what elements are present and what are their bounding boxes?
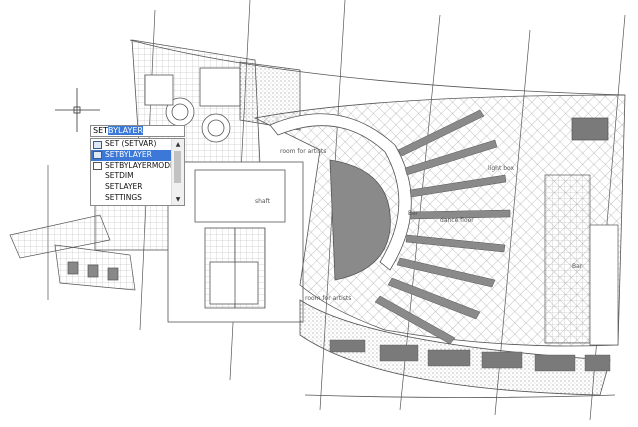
autocomplete-item-label: SETTINGS xyxy=(105,192,142,202)
left-building xyxy=(94,39,301,251)
autocomplete-item-setbylayer[interactable]: SETBYLAYER xyxy=(91,149,184,161)
label-light-box: light box xyxy=(488,165,515,172)
autocomplete-item-settings[interactable]: SETTINGS xyxy=(91,192,184,204)
autocomplete-item-setbylayermode[interactable]: SETBYLAYERMODE xyxy=(91,160,184,172)
autocomplete-scrollbar[interactable]: ▲ ▼ xyxy=(171,139,184,205)
command-suggestion-text: BYLAYER xyxy=(108,126,143,135)
radial-seating xyxy=(374,109,511,345)
right-bar xyxy=(544,117,619,346)
setbylayer-icon xyxy=(93,151,102,160)
label-room-artists-bottom: room for artists xyxy=(305,295,351,302)
crosshair-cursor-icon xyxy=(55,88,100,132)
autocomplete-item-label: SETLAYER xyxy=(105,182,143,192)
bottom-seating xyxy=(329,339,611,372)
command-input[interactable]: SETBYLAYER xyxy=(90,125,185,137)
scrollbar-thumb[interactable] xyxy=(174,151,181,183)
setvar-icon xyxy=(93,140,102,149)
label-dance-floor: dance floor xyxy=(440,217,474,224)
entrance-block xyxy=(9,214,136,291)
label-shaft: shaft xyxy=(255,198,271,205)
autocomplete-item-label: SETBYLAYER xyxy=(105,149,152,159)
scroll-up-icon[interactable]: ▲ xyxy=(175,141,181,148)
label-bar: Bar xyxy=(408,210,419,217)
autocomplete-item-setlayer[interactable]: SETLAYER xyxy=(91,182,184,193)
label-bar-right: Bar xyxy=(572,263,583,270)
setbylayermode-icon xyxy=(93,162,102,171)
autocomplete-item-setvar[interactable]: SET (SETVAR) xyxy=(91,139,184,150)
stair-core xyxy=(167,161,304,323)
autocomplete-item-label: SETDIM xyxy=(105,171,134,181)
outer-wall xyxy=(129,39,626,398)
label-room-artists-top: room for artists xyxy=(280,148,326,155)
autocomplete-item-label: SETBYLAYERMODE xyxy=(105,160,175,170)
autocomplete-item-setdim[interactable]: SETDIM xyxy=(91,171,184,182)
command-typed-text: SET xyxy=(93,126,109,135)
autocomplete-list[interactable]: SET (SETVAR) SETBYLAYER SETBYLAYERMODE S… xyxy=(90,138,185,206)
scroll-down-icon[interactable]: ▼ xyxy=(175,196,181,203)
autocomplete-item-label: SET (SETVAR) xyxy=(105,139,157,148)
bar-arc xyxy=(269,113,412,281)
crescent-hall xyxy=(253,94,626,396)
